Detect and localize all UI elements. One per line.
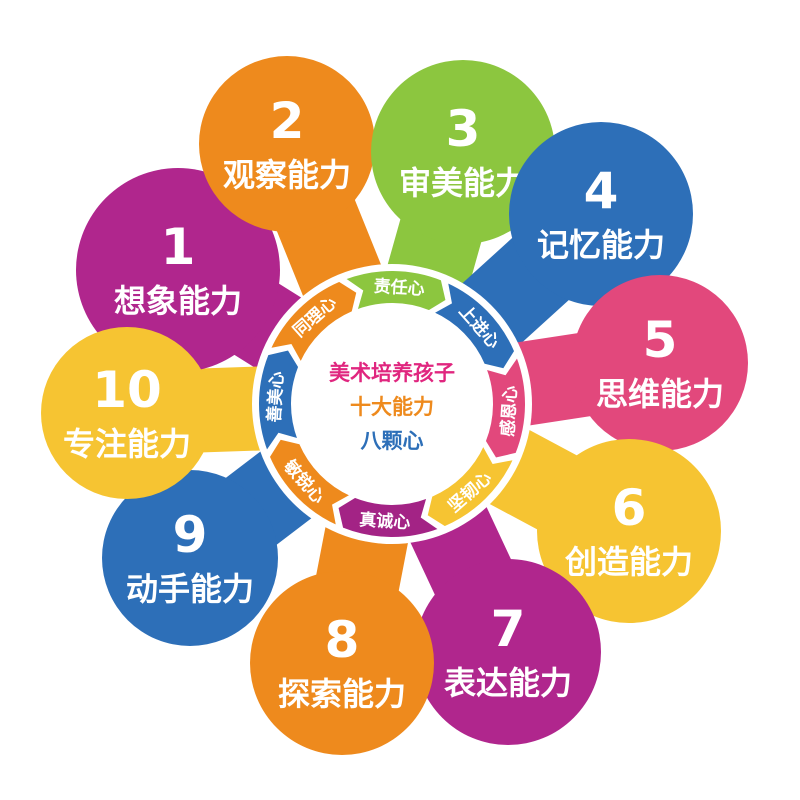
heart-segment-shape — [430, 280, 517, 371]
petal-circle — [537, 439, 721, 623]
petal-circle — [371, 60, 555, 244]
petal-number: 5 — [643, 311, 678, 369]
center-title-line1: 美术培养孩子 — [329, 361, 455, 385]
heart-segment-shape — [425, 442, 516, 529]
heart-segment-3: 感恩心 — [483, 354, 527, 460]
petal-number: 4 — [584, 162, 619, 220]
heart-segment-7: 善美心 — [257, 348, 301, 454]
petal-label: 观察能力 — [223, 156, 351, 194]
heart-segment-shape — [342, 269, 448, 313]
heart-segment-shape — [336, 495, 442, 539]
ability-petal-1: 1 想象能力 — [76, 168, 280, 372]
petal-number: 2 — [270, 92, 305, 150]
petal-number: 6 — [612, 479, 647, 537]
petal-label: 审美能力 — [399, 164, 527, 202]
heart-segment-shape — [257, 348, 301, 454]
ability-petal-4: 4 记忆能力 — [509, 122, 693, 306]
heart-label: 责任心 — [373, 276, 425, 300]
petal-label: 动手能力 — [126, 570, 254, 608]
petal-label: 探索能力 — [278, 675, 406, 713]
heart-segment-shape — [267, 437, 354, 528]
ability-petal-6: 6 创造能力 — [537, 439, 721, 623]
ability-petal-5: 5 思维能力 — [572, 275, 748, 451]
heart-segment-shape — [483, 354, 527, 460]
petal-circle — [572, 275, 748, 451]
ability-petal-10: 10 专注能力 — [41, 327, 213, 499]
heart-segment-1: 责任心 — [342, 269, 448, 313]
heart-label: 感恩心 — [497, 385, 521, 437]
petal-label: 想象能力 — [114, 282, 242, 320]
center-title-line2: 十大能力 — [350, 395, 434, 419]
heart-label: 善美心 — [264, 371, 288, 423]
ability-petal-2: 2 观察能力 — [199, 56, 375, 232]
petal-circle — [76, 168, 280, 372]
ability-petals: 1 想象能力 2 观察能力 3 审美能力 4 记忆能力 5 思维能力 6 创造能力 7 表达能力 8 探索能力… — [41, 56, 748, 755]
heart-segment-shape — [268, 279, 359, 366]
petal-number: 9 — [173, 506, 208, 564]
center-circle — [299, 311, 485, 497]
petal-number: 1 — [161, 218, 196, 276]
ability-petal-3: 3 审美能力 — [371, 60, 555, 244]
petal-circle — [199, 56, 375, 232]
petal-circle — [102, 470, 278, 646]
heart-segment-6: 敏锐心 — [267, 437, 354, 528]
petal-circle — [250, 571, 434, 755]
heart-segment-2: 上进心 — [430, 280, 517, 371]
petal-number: 3 — [446, 100, 481, 158]
heart-label: 真诚心 — [359, 509, 411, 533]
heart-segment-5: 真诚心 — [336, 495, 442, 539]
petal-label: 表达能力 — [444, 664, 572, 702]
petal-circle — [509, 122, 693, 306]
ability-petal-9: 9 动手能力 — [102, 470, 278, 646]
petal-number: 7 — [491, 600, 526, 658]
ability-petal-8: 8 探索能力 — [250, 571, 434, 755]
petal-label: 记忆能力 — [537, 226, 665, 264]
petal-number: 8 — [325, 611, 360, 669]
center-title-line3: 八颗心 — [361, 429, 424, 453]
petal-circle — [415, 559, 601, 745]
ability-petal-7: 7 表达能力 — [415, 559, 601, 745]
petal-label: 创造能力 — [564, 543, 693, 581]
petal-label: 专注能力 — [63, 425, 191, 463]
petal-circle — [41, 327, 213, 499]
petal-label: 思维能力 — [596, 375, 724, 413]
petal-number: 10 — [92, 361, 162, 419]
